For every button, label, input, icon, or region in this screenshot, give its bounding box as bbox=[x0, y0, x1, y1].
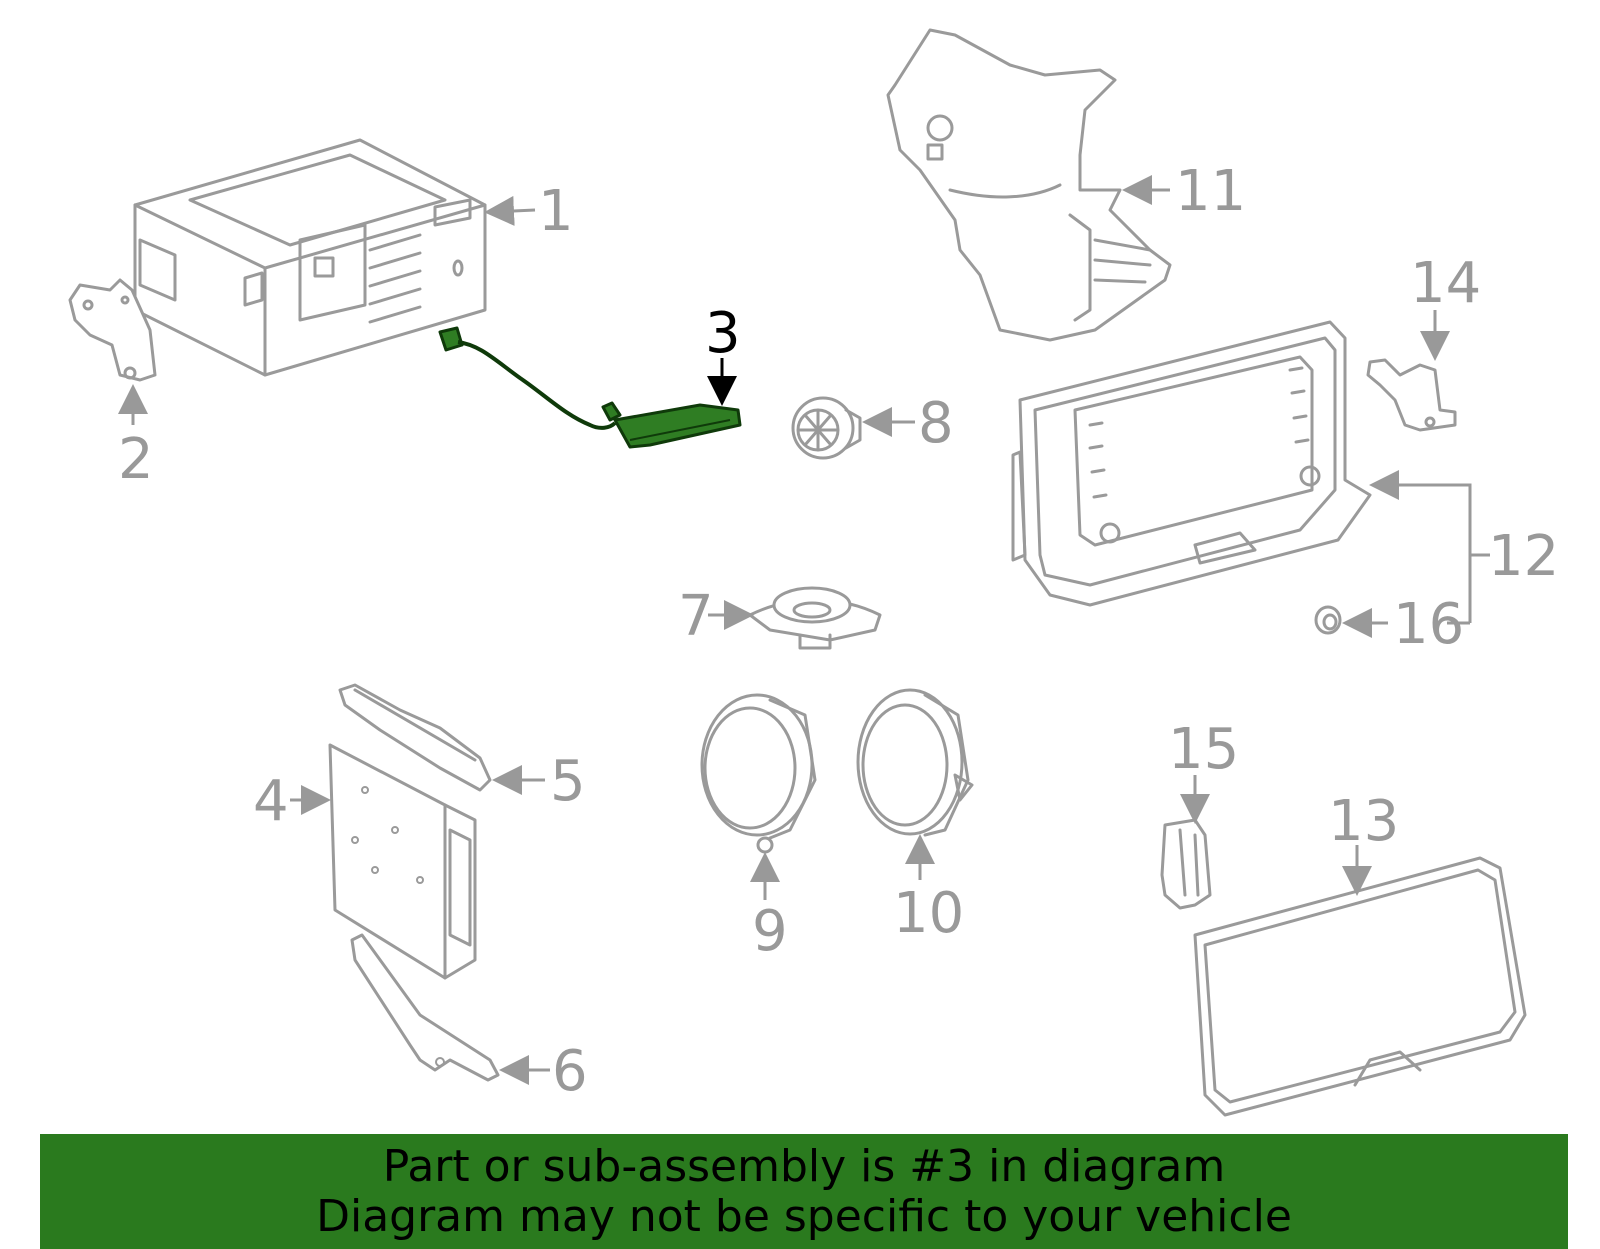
callout-4: 4 bbox=[253, 769, 289, 834]
parts-diagram: 1 2 3 4 5 6 7 8 9 10 11 12 13 14 15 16 bbox=[68, 28, 1559, 1117]
part-5-bracket[interactable] bbox=[338, 683, 492, 792]
callout-9: 9 bbox=[752, 899, 788, 964]
callout-6: 6 bbox=[552, 1039, 588, 1104]
leader-12 bbox=[1369, 470, 1490, 557]
callout-2: 2 bbox=[118, 427, 154, 492]
banner-line-part: Part or sub-assembly is #3 in diagram bbox=[382, 1141, 1226, 1192]
part-16-clip[interactable] bbox=[1314, 605, 1342, 635]
callout-10: 10 bbox=[893, 881, 964, 946]
callout-13: 13 bbox=[1328, 789, 1399, 854]
callout-14: 14 bbox=[1410, 251, 1481, 316]
callout-7: 7 bbox=[678, 584, 714, 649]
part-15-clip[interactable] bbox=[1160, 818, 1212, 910]
part-10-speaker[interactable] bbox=[856, 688, 974, 837]
part-9-speaker[interactable] bbox=[700, 693, 817, 854]
part-12-display[interactable] bbox=[1011, 320, 1372, 607]
callout-16: 16 bbox=[1393, 592, 1464, 657]
part-11-bracket-assembly[interactable] bbox=[886, 28, 1172, 342]
part-1-radio-receiver[interactable] bbox=[133, 138, 487, 377]
info-banner: Part or sub-assembly is #3 in diagram Di… bbox=[40, 1134, 1568, 1249]
callout-15: 15 bbox=[1168, 717, 1239, 782]
leader-1 bbox=[484, 195, 536, 226]
callout-12: 12 bbox=[1488, 524, 1559, 589]
callout-3: 3 bbox=[705, 301, 741, 366]
part-14-bracket[interactable] bbox=[1366, 358, 1457, 432]
callout-11: 11 bbox=[1175, 159, 1246, 224]
callout-1: 1 bbox=[538, 179, 574, 244]
part-7-tweeter[interactable] bbox=[748, 586, 882, 650]
callout-8: 8 bbox=[918, 391, 954, 456]
part-13-screen-panel[interactable] bbox=[1193, 856, 1527, 1117]
callout-5: 5 bbox=[550, 749, 586, 814]
part-6-bracket[interactable] bbox=[350, 933, 500, 1082]
part-8-small-speaker[interactable] bbox=[791, 396, 862, 460]
banner-line-disclaimer: Diagram may not be specific to your vehi… bbox=[316, 1191, 1292, 1242]
part-2-bracket[interactable] bbox=[68, 278, 157, 382]
part-4-control-module[interactable] bbox=[328, 743, 477, 980]
part-3-antenna-cord-highlighted[interactable] bbox=[438, 326, 742, 449]
